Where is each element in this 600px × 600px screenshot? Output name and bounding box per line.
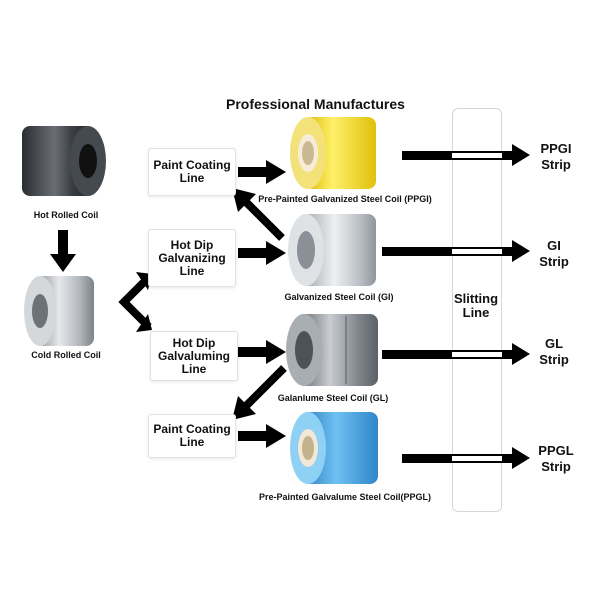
cold-rolled-coil-icon xyxy=(24,276,94,346)
slitting-line-band xyxy=(452,108,502,512)
gl-coil-caption: Galanlume Steel Coil (GL) xyxy=(277,393,389,403)
arrow-icon xyxy=(382,343,530,365)
arrow-icon xyxy=(232,365,287,420)
paint-coating-line-box-top: Paint Coating Line xyxy=(148,148,236,196)
gi-coil-caption: Galvanized Steel Coil (GI) xyxy=(284,292,394,302)
ppgi-coil-caption: Pre-Painted Galvanized Steel Coil (PPGI) xyxy=(258,194,432,204)
slitting-line-label: Slitting Line xyxy=(453,291,499,320)
ppgi-coil-icon xyxy=(290,117,376,189)
arrow-icon xyxy=(238,241,286,265)
hot-rolled-coil-icon xyxy=(22,126,106,196)
arrow-icon xyxy=(238,424,286,448)
gi-coil-icon xyxy=(288,214,376,286)
arrow-icon xyxy=(402,447,530,469)
arrow-icon xyxy=(238,160,286,184)
cold-rolled-coil-label: Cold Rolled Coil xyxy=(31,350,101,360)
hot-dip-galvanizing-line-box: Hot Dip Galvanizing Line xyxy=(148,229,236,287)
gl-coil-icon xyxy=(286,314,378,386)
hot-rolled-coil-label: Hot Rolled Coil xyxy=(33,210,99,220)
gl-strip-label: GL Strip xyxy=(539,336,569,367)
arrow-icon xyxy=(402,144,530,166)
ppgi-strip-label: PPGI Strip xyxy=(540,141,572,172)
arrow-icon xyxy=(232,188,285,241)
ppgl-coil-icon xyxy=(290,412,378,484)
hot-dip-galvaluming-line-box: Hot Dip Galvaluming Line xyxy=(150,331,238,381)
ppgl-strip-label: PPGL Strip xyxy=(538,443,574,474)
arrow-icon xyxy=(238,340,286,364)
arrow-icon xyxy=(382,240,530,262)
diagram-title: Professional Manufactures xyxy=(226,96,405,112)
arrow-icon xyxy=(118,274,152,330)
paint-coating-line-box-bottom: Paint Coating Line xyxy=(148,414,236,458)
arrow-icon xyxy=(50,230,76,272)
gi-strip-label: GI Strip xyxy=(539,238,569,269)
ppgl-coil-caption: Pre-Painted Galvalume Steel Coil(PPGL) xyxy=(258,492,432,502)
